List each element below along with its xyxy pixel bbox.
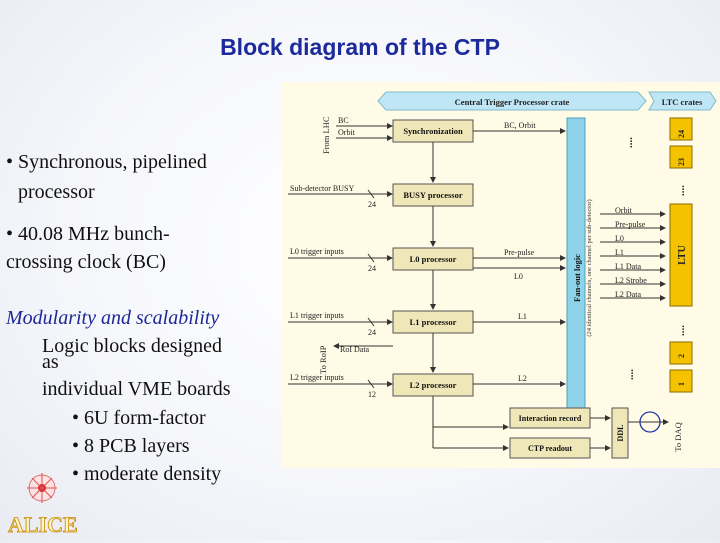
sub-busy-label: Sub-detector BUSY (290, 184, 354, 193)
alice-logo: ALICE (2, 470, 102, 538)
sub-bullet-form-factor: • 6U form-factor (72, 407, 206, 429)
l0-processor-label: L0 processor (410, 254, 457, 264)
ddl-label: DDL (616, 425, 625, 442)
ltc-crate-1 (669, 369, 693, 393)
bullet-clock: • 40.08 MHz bunch- (6, 223, 170, 245)
logic-line1: Logic blocks designed (42, 335, 222, 357)
from-lhc-label: From LHC (321, 116, 331, 154)
sub-bullet-pcb: • 8 PCB layers (72, 435, 190, 457)
l2-out-label: L2 (518, 374, 527, 383)
ltu-block (669, 203, 693, 307)
logic-line2: as (42, 351, 59, 373)
prepulse-label: Pre-pulse (504, 248, 535, 257)
l0-input-count: 24 (368, 264, 376, 273)
sig-l1-label: L1 (615, 248, 624, 257)
modularity-heading: Modularity and scalability (6, 307, 220, 329)
ltc-crate-23 (669, 145, 693, 169)
ltc-ellipsis-2: .... (675, 325, 687, 336)
fiber-loop-icon (639, 411, 661, 433)
ltc-crate-23-label: 23 (677, 158, 686, 166)
svg-text:ALICE: ALICE (8, 512, 78, 537)
sig-l0-label: L0 (615, 234, 624, 243)
interaction-record-label: Interaction record (519, 414, 582, 423)
l0-bus-tick (367, 253, 375, 263)
bc-orbit-label: BC, Orbit (504, 121, 536, 130)
ltu-label: LTU (677, 245, 688, 265)
sub-bullet-density: • moderate density (72, 463, 222, 485)
sig-prepulse-label: Pre-pulse (615, 220, 646, 229)
l1-bus-tick (367, 317, 375, 327)
busy-processor-label: BUSY processor (403, 190, 462, 200)
l0-inputs-label: L0 trigger inputs (290, 247, 344, 256)
l2-input-count: 12 (368, 390, 376, 399)
ctp-readout-label: CTP readout (528, 444, 572, 453)
l1-input-count: 24 (368, 328, 376, 337)
l0-out-label: L0 (514, 272, 523, 281)
ltc-crate-24 (669, 117, 693, 141)
l1-inputs-label: L1 trigger inputs (290, 311, 344, 320)
bc-label: BC (338, 116, 349, 125)
to-roip-label: To RoIP (318, 345, 328, 374)
crate-ellipsis-bottom: .... (624, 369, 636, 380)
ltc-crate-2 (669, 341, 693, 365)
ctp-block-diagram: Central Trigger Processor crate LTC crat… (282, 82, 720, 468)
ltc-crate-24-label: 24 (677, 130, 686, 138)
ltc-crate-1-label: 1 (677, 382, 686, 386)
diagram-background (282, 82, 720, 468)
ltc-ellipsis-1: .... (675, 185, 687, 196)
l2-bus-tick (367, 379, 375, 389)
l1-out-label: L1 (518, 312, 527, 321)
bullet-clock-cont: crossing clock (BC) (6, 251, 166, 273)
sig-l2strobe-label: L2 Strobe (615, 276, 647, 285)
synchronization-label: Synchronization (403, 126, 463, 136)
sig-l2data-label: L2 Data (615, 290, 641, 299)
to-daq-label: To DAQ (673, 422, 683, 451)
sig-l1data-label: L1 Data (615, 262, 641, 271)
ctp-diagram-svg: Central Trigger Processor crate LTC crat… (282, 82, 720, 468)
fanout-label: Fan-out logic (572, 254, 582, 302)
alice-logo-icon: ALICE (8, 473, 78, 537)
crate-title: Central Trigger Processor crate (455, 97, 570, 107)
l1-processor-label: L1 processor (410, 317, 457, 327)
slide-title: Block diagram of the CTP (220, 34, 500, 60)
orbit-label: Orbit (338, 128, 356, 137)
l2-processor-label: L2 processor (410, 380, 457, 390)
ltc-title: LTC crates (662, 97, 703, 107)
busy-bus-tick (367, 189, 375, 199)
l2-inputs-label: L2 trigger inputs (290, 373, 344, 382)
fanout-note: (24 identical channels, one channel per … (586, 199, 593, 336)
sig-orbit-label: Orbit (615, 206, 633, 215)
bullet-synchronous-cont: processor (18, 181, 95, 203)
ltc-banner (648, 91, 717, 111)
busy-count: 24 (368, 200, 376, 209)
logic-line3: individual VME boards (42, 378, 231, 400)
crate-ellipsis-top: .... (623, 137, 635, 148)
ddl-block (611, 407, 629, 459)
roi-data-label: RoI Data (340, 345, 370, 354)
crate-banner (377, 91, 647, 111)
bullet-synchronous: • Synchronous, pipelined (6, 151, 207, 173)
ltc-crate-2-label: 2 (677, 354, 686, 358)
